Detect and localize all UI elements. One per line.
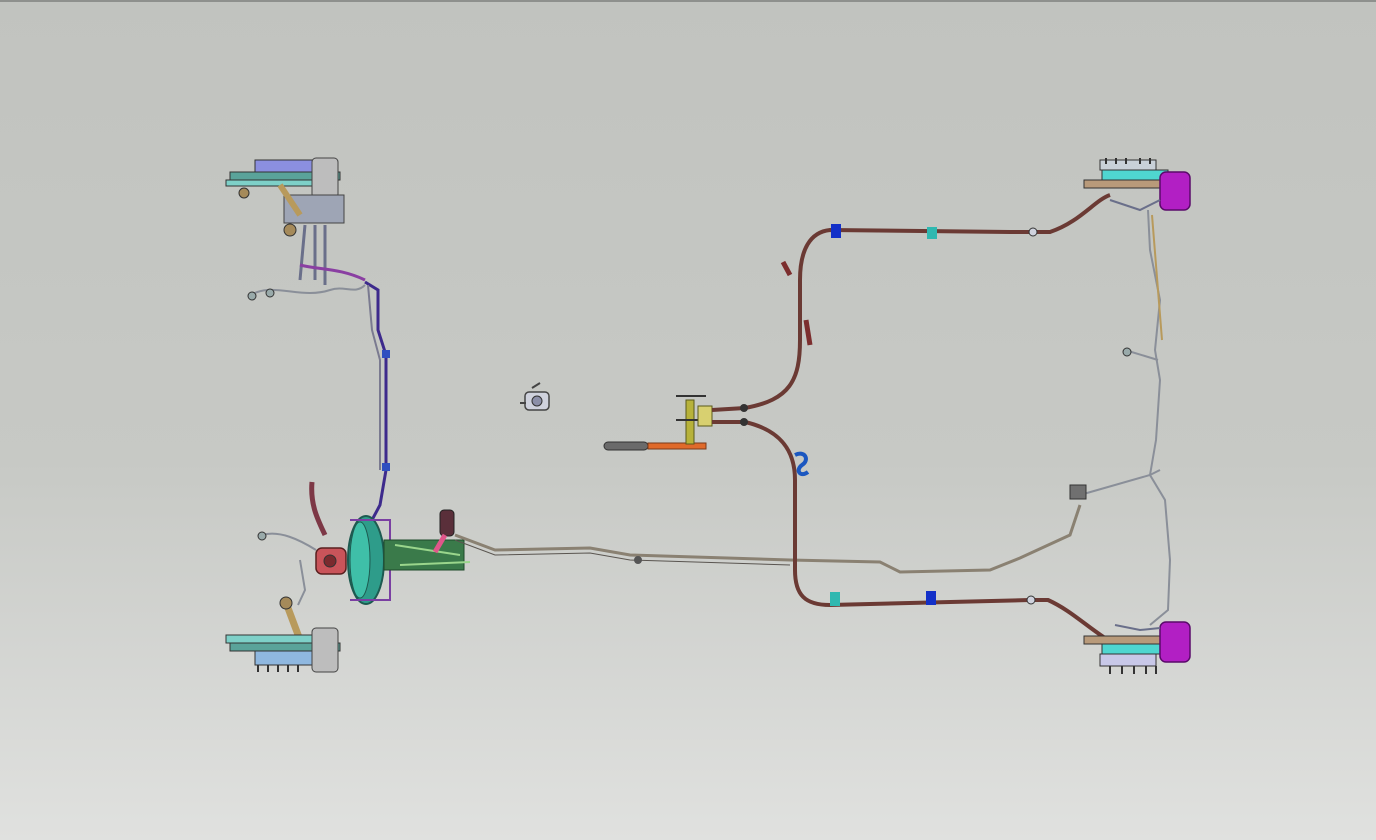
front-brake-line-left[interactable] [364,280,388,521]
rear-brake-assembly-upper[interactable] [1083,158,1191,212]
harness-connector [1069,484,1087,500]
rear-cable-left-upper[interactable] [711,193,1111,412]
fitting [1028,227,1038,237]
rear-cable-left-lower[interactable] [712,420,1107,640]
clip-cyan [830,592,840,606]
fitting [1026,595,1036,605]
line-clip [382,463,390,471]
clip-cyan [927,227,937,239]
line-clip [382,350,390,358]
brake-booster-assembly[interactable] [257,481,471,606]
rear-harness[interactable] [1147,209,1172,626]
front-brake-assembly-lower[interactable] [225,596,341,673]
viewport-top-border [0,0,1376,2]
cable-fitting [740,418,748,426]
cable-fitting [740,404,748,412]
front-brake-assembly-upper[interactable] [225,157,366,301]
parking-brake-lever[interactable] [603,395,713,451]
clip-blue [831,224,841,238]
rear-brake-assembly-lower[interactable] [1083,621,1191,674]
cable-clip [634,556,642,564]
sensor-module[interactable] [520,382,550,411]
harness-connector [1122,347,1132,357]
clip-blue [926,591,936,605]
main-brake-cable[interactable] [454,504,1082,574]
